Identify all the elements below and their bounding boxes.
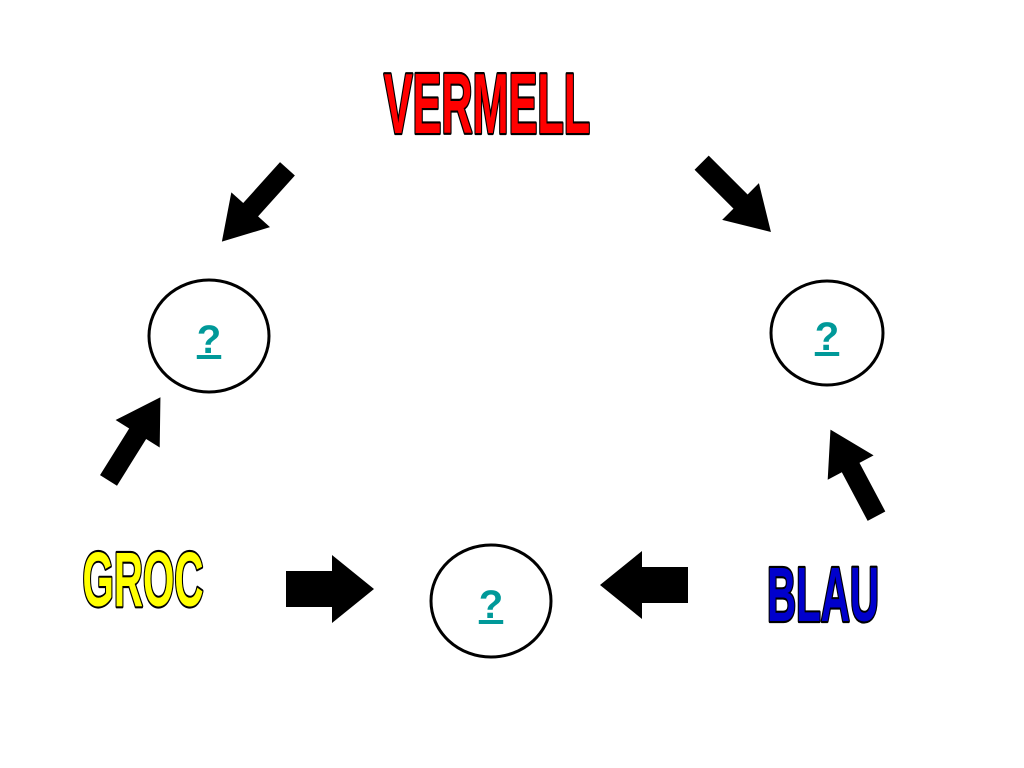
node-top-left: ?: [147, 278, 271, 394]
node-bottom-center: ?: [429, 543, 553, 659]
arrow-vermell-to-top-right-node: [694, 155, 771, 232]
arrow-blau-to-bottom-node: [600, 551, 688, 619]
word-groc: GROC: [83, 537, 204, 624]
node-bottom-center-link[interactable]: ?: [479, 583, 503, 627]
word-vermell: VERMELL: [384, 57, 590, 152]
word-blau: BLAU: [767, 552, 879, 639]
node-top-left-link[interactable]: ?: [197, 318, 221, 362]
node-top-right-link[interactable]: ?: [815, 315, 839, 359]
arrow-groc-to-bottom-node: [286, 555, 374, 623]
node-top-right: ?: [769, 279, 885, 387]
arrow-blau-to-top-right-node: [827, 429, 886, 521]
arrow-groc-to-top-left-node: [100, 397, 161, 486]
arrow-vermell-to-top-left-node: [221, 162, 295, 242]
